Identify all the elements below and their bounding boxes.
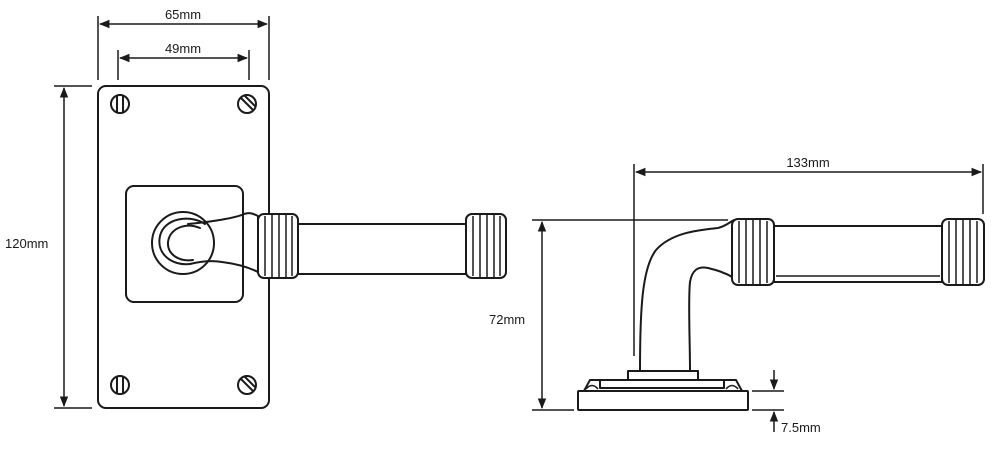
dimension-rose-thickness: 7.5mm	[752, 370, 821, 435]
screw-bottom-left-icon	[110, 375, 130, 395]
lever-neck	[187, 212, 259, 273]
side-lever-shaft	[773, 225, 943, 283]
side-rose-base	[577, 390, 749, 411]
dimension-plate-height: 120mm	[5, 85, 92, 409]
label-fixing-centres: 49mm	[165, 41, 201, 56]
lever-end-cap	[465, 213, 507, 279]
square-rose	[125, 185, 244, 303]
rose-collar	[151, 211, 215, 275]
screw-top-right-icon	[237, 94, 257, 114]
dimension-lever-projection: 72mm	[489, 219, 728, 411]
dimension-lever-length: 133mm	[633, 155, 984, 356]
label-plate-width: 65mm	[165, 7, 201, 22]
side-lever-end-cap	[941, 218, 985, 286]
front-view: 65mm 49mm 120mm	[5, 7, 507, 409]
screw-top-left-icon	[110, 94, 130, 114]
label-rose-thickness: 7.5mm	[781, 420, 821, 435]
dimension-plate-width: 65mm	[97, 7, 270, 80]
screw-bottom-right-icon	[237, 375, 257, 395]
lever-shaft	[297, 223, 467, 275]
dimension-fixing-centres: 49mm	[117, 41, 250, 80]
label-lever-projection: 72mm	[489, 312, 525, 327]
label-plate-height: 120mm	[5, 236, 48, 251]
side-view: 133mm 72mm 7.5mm	[489, 155, 985, 435]
label-lever-length: 133mm	[786, 155, 829, 170]
side-lever-collar	[731, 218, 775, 286]
side-lever-neck	[639, 219, 735, 372]
lever-collar-left	[257, 213, 299, 279]
